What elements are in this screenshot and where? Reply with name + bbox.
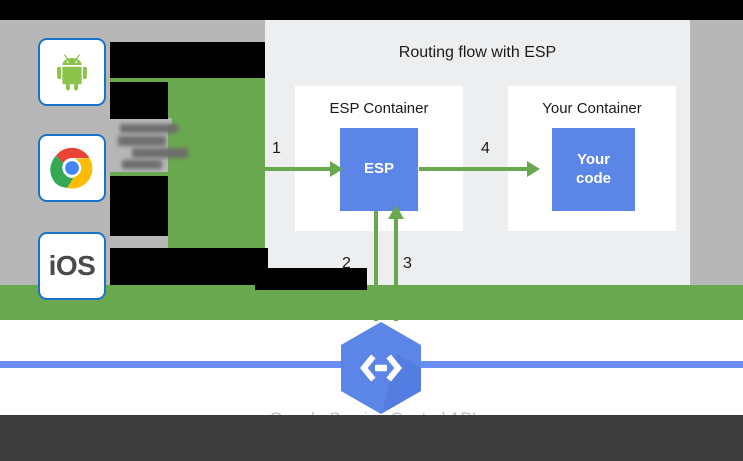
ios-label: iOS <box>48 250 96 281</box>
arrow-4-line <box>419 167 534 171</box>
your-code-line2: code <box>575 169 611 187</box>
arrow-1-line <box>262 167 332 171</box>
green-middle-band <box>0 285 743 320</box>
green-thin-line-middle <box>110 172 290 177</box>
your-container-title: Your Container <box>542 100 642 117</box>
redaction-rectangle <box>110 248 268 285</box>
chrome-icon <box>50 147 93 189</box>
redaction-rectangle <box>110 176 168 236</box>
redaction-rectangle <box>110 82 168 119</box>
blurred-text-line <box>120 124 178 133</box>
blurred-text-line <box>122 160 162 169</box>
client-card-ios: iOS <box>38 232 106 300</box>
redaction-rectangle <box>110 42 265 78</box>
arrow-3-head <box>388 205 404 219</box>
cloud-endpoints-hexagon-icon <box>341 322 421 414</box>
redaction-rectangle <box>255 268 367 290</box>
esp-box-label: ESP <box>363 160 394 178</box>
gray-bar <box>110 118 172 125</box>
arrow-3-line <box>394 218 398 321</box>
arrow-2-line <box>374 211 378 321</box>
arrow-4-head <box>527 161 540 177</box>
green-thin-line-top <box>110 76 290 82</box>
your-code-line1: Your <box>576 150 611 168</box>
bottom-dark-overlay <box>0 415 743 461</box>
arrow-label-2: 2 <box>342 255 351 272</box>
cloud-endpoints-logo <box>337 320 425 416</box>
arrow-label-1: 1 <box>272 140 281 157</box>
android-icon <box>57 54 87 91</box>
diagram-title: Routing flow with ESP <box>398 44 557 61</box>
blurred-text-line <box>132 148 188 158</box>
arrow-label-4: 4 <box>481 140 490 157</box>
right-gray-column <box>690 20 743 285</box>
your-code-box-label: Your code <box>576 151 611 189</box>
client-card-android <box>38 38 106 106</box>
top-black-band <box>0 0 743 20</box>
esp-container-title: ESP Container <box>329 100 429 117</box>
arrow-1-head <box>330 161 343 177</box>
client-card-chrome <box>38 134 106 202</box>
esp-blue-box: ESP <box>340 128 418 211</box>
blurred-text-line <box>118 136 166 146</box>
arrow-label-3: 3 <box>403 255 412 272</box>
your-code-blue-box: Your code <box>552 128 635 211</box>
